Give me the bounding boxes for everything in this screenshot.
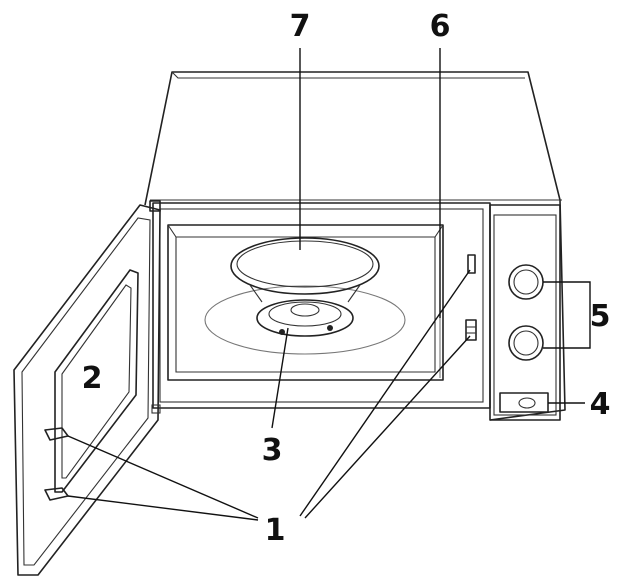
turntable-floor-ring — [204, 285, 406, 355]
callout-door-window: 2 — [82, 361, 103, 396]
control-panel — [489, 204, 561, 421]
waveguide-cover — [467, 254, 476, 274]
glass-tray — [230, 237, 380, 303]
callout-roller-ring: 3 — [262, 433, 283, 468]
knob-bottom[interactable] — [508, 325, 544, 361]
leader-lines — [67, 48, 591, 521]
callout-door-release: 4 — [590, 387, 611, 422]
callout-waveguide-cover: 6 — [430, 9, 451, 44]
callout-labels: 7 6 2 3 5 4 1 — [82, 9, 611, 548]
callout-control-knobs: 5 — [590, 299, 611, 334]
roller-ring — [256, 299, 354, 337]
latch-receivers — [465, 319, 477, 341]
cabinet-housing — [144, 71, 566, 421]
callout-glass-tray: 7 — [290, 9, 311, 44]
knob-top[interactable] — [508, 264, 544, 300]
oven-door — [13, 200, 161, 576]
door-release-button[interactable] — [499, 392, 549, 413]
callout-door-seal-latches: 1 — [265, 513, 286, 548]
